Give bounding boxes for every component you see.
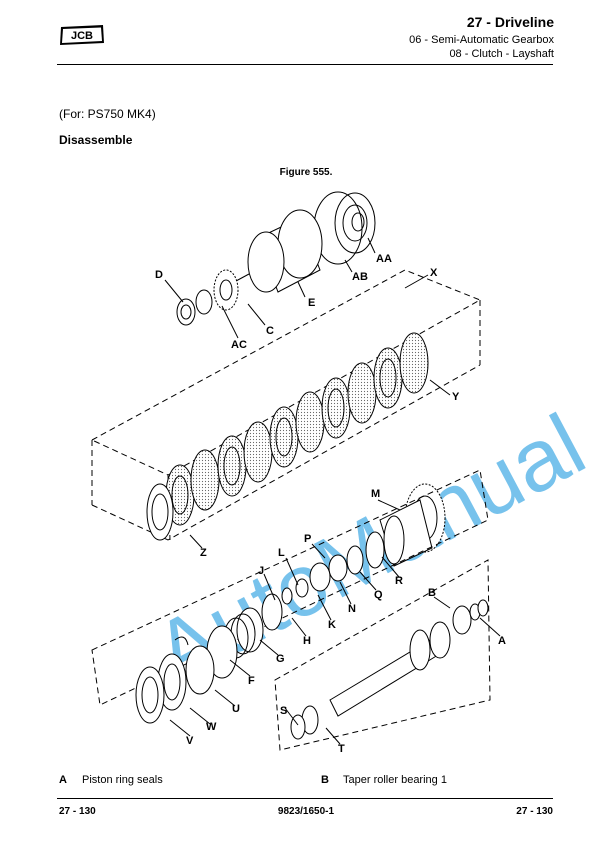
section-subtitle-2: 08 - Clutch - Layshaft (449, 48, 554, 60)
layshaft (274, 559, 491, 751)
section-subtitle: 06 - Semi-Automatic Gearbox (409, 34, 554, 46)
applicability-note: (For: PS750 MK4) (59, 107, 156, 121)
callout-s: S (280, 705, 287, 717)
callout-q: Q (374, 589, 383, 601)
piston-spring-group (91, 469, 489, 724)
callout-ab: AB (352, 271, 368, 283)
callout-b: B (428, 587, 436, 599)
callout-p: P (304, 533, 311, 545)
callout-v: V (186, 735, 194, 747)
callout-a: A (498, 635, 506, 647)
callout-m: M (371, 488, 380, 500)
callout-labels: D AA AB E X C AC Y M Z P L J R N Q K B H… (155, 253, 506, 755)
header-rule (57, 64, 553, 65)
callout-d: D (155, 269, 163, 281)
legend-letter-a: A (59, 774, 67, 786)
callout-aa: AA (376, 253, 392, 265)
callout-u: U (232, 703, 240, 715)
footer-doc-number: 9823/1650-1 (277, 806, 335, 817)
callout-x: X (430, 267, 438, 279)
callout-t: T (338, 743, 345, 755)
procedure-heading: Disassemble (59, 133, 133, 147)
callout-n: N (348, 603, 356, 615)
callout-f: F (248, 675, 255, 687)
clutch-drum-group (176, 191, 376, 326)
legend-letter-b: B (321, 774, 329, 786)
callout-ac: AC (231, 339, 247, 351)
legend-text-a: Piston ring seals (82, 774, 163, 786)
callout-l: L (278, 547, 285, 559)
jcb-logo: JCB (60, 25, 104, 45)
footer-page-left: 27 - 130 (59, 806, 96, 817)
callout-j: J (258, 565, 264, 577)
callout-r: R (395, 575, 403, 587)
legend-text-b: Taper roller bearing 1 (343, 774, 447, 786)
gear-and-bearing-group (281, 483, 446, 605)
callout-w: W (206, 721, 217, 733)
callout-h: H (303, 635, 311, 647)
callout-g: G (276, 653, 285, 665)
section-title: 27 - Driveline (466, 14, 554, 30)
callout-c: C (266, 325, 274, 337)
callout-y: Y (452, 391, 460, 403)
footer-rule (57, 798, 553, 799)
callout-k: K (328, 619, 336, 631)
clutch-plate-pack (90, 269, 482, 541)
leader-lines (164, 237, 501, 745)
footer-page-right: 27 - 130 (516, 806, 553, 817)
jcb-logo-text: JCB (71, 30, 93, 42)
callout-z: Z (200, 547, 207, 559)
figure-title: Figure 555. (279, 167, 333, 178)
callout-e: E (308, 297, 315, 309)
